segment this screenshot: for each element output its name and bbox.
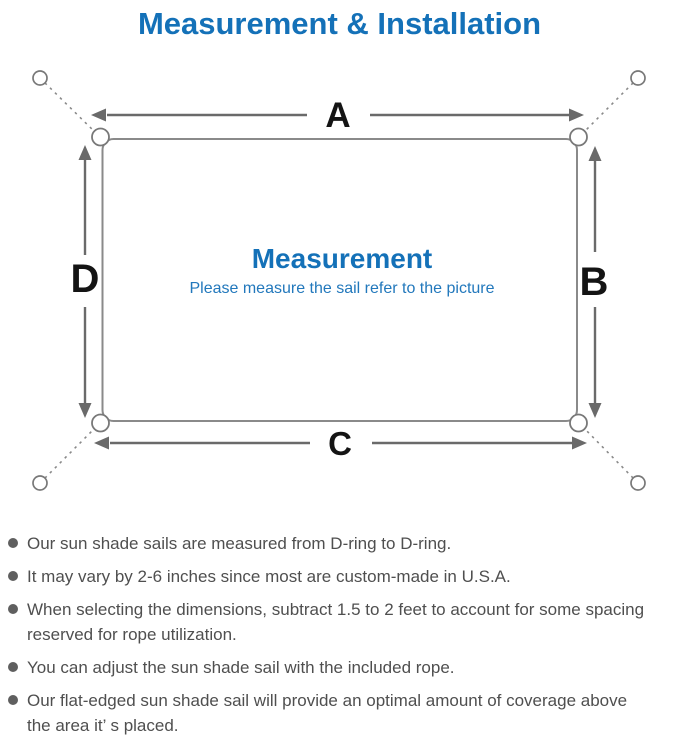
note-text: Our sun shade sails are measured from D-…: [27, 534, 452, 553]
note-text: It may vary by 2-6 inches since most are…: [27, 567, 511, 586]
measure-arrow-heads: [78, 108, 602, 450]
anchor-points: [32, 70, 646, 491]
d-ring-top-left-icon: [91, 127, 110, 147]
anchor-rope-bottom-right: [578, 422, 639, 484]
corner-d-rings: [91, 127, 588, 433]
bullet-icon: [8, 604, 18, 614]
note-text: Our flat-edged sun shade sail will provi…: [27, 691, 628, 735]
anchor-rope-top-right: [578, 77, 639, 138]
note-item: It may vary by 2-6 inches since most are…: [8, 564, 669, 589]
notes-list: Our sun shade sails are measured from D-…: [0, 515, 679, 738]
arrowhead-b-down-icon: [588, 403, 602, 418]
dimension-label-c: C: [328, 425, 352, 462]
anchor-point-bottom-right-icon: [630, 475, 646, 491]
bullet-icon: [8, 695, 18, 705]
anchor-rope-bottom-left: [39, 422, 101, 484]
anchor-rope-top-left: [39, 77, 101, 138]
page-title: Measurement & Installation: [137, 6, 542, 41]
anchor-point-top-left-icon: [32, 70, 48, 86]
note-item: When selecting the dimensions, subtract …: [8, 597, 669, 647]
sail-outline: [101, 138, 578, 422]
anchor-ropes: [39, 77, 639, 484]
note-item: Our sun shade sails are measured from D-…: [8, 531, 669, 556]
measurement-diagram: A B C D Measurement Please measure the s…: [32, 70, 646, 491]
note-text: When selecting the dimensions, subtract …: [27, 600, 645, 644]
arrowhead-d-down-icon: [78, 403, 92, 418]
d-ring-bottom-right-icon: [569, 413, 588, 433]
note-item: You can adjust the sun shade sail with t…: [8, 655, 669, 680]
d-ring-top-right-icon: [569, 127, 588, 147]
arrowhead-c-left-icon: [94, 436, 109, 450]
bullet-icon: [8, 538, 18, 548]
diagram-heading: Measurement: [252, 243, 433, 274]
dimension-label-a: A: [325, 96, 350, 135]
arrowhead-b-up-icon: [588, 146, 602, 161]
arrowhead-c-right-icon: [572, 436, 587, 450]
d-ring-bottom-left-icon: [91, 413, 110, 433]
measure-arrow-lines: [83, 113, 597, 445]
arrowhead-a-right-icon: [569, 108, 584, 122]
anchor-point-bottom-left-icon: [32, 475, 48, 491]
arrowhead-a-left-icon: [91, 108, 106, 122]
diagram-subheading: Please measure the sail refer to the pic…: [189, 280, 494, 297]
note-item: Our flat-edged sun shade sail will provi…: [8, 688, 669, 738]
note-text: You can adjust the sun shade sail with t…: [27, 658, 455, 677]
dimension-label-b: B: [580, 260, 609, 304]
dimension-label-d: D: [71, 257, 100, 301]
bullet-icon: [8, 571, 18, 581]
bullet-icon: [8, 662, 18, 672]
anchor-point-top-right-icon: [630, 70, 646, 86]
arrowhead-d-up-icon: [78, 145, 92, 160]
